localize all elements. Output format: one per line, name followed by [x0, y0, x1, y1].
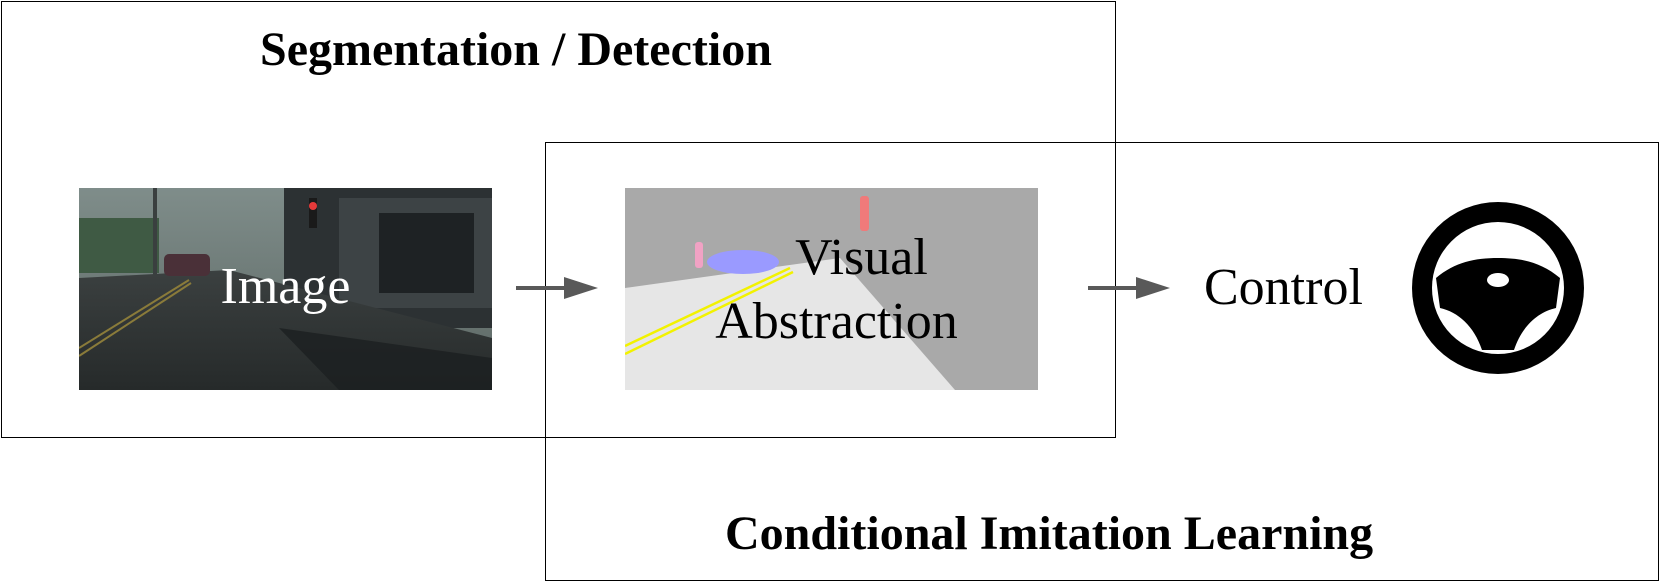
conditional-imitation-learning-box [545, 142, 1659, 581]
visual-abstraction-panel: Visual Abstraction [625, 188, 1038, 390]
segmentation-detection-box [1, 1, 1116, 438]
visual-abstraction-label-line1: Visual [795, 229, 928, 286]
arrow-image-to-abstraction [516, 277, 598, 299]
steering-wheel-icon [1412, 202, 1584, 374]
image-label: Image [220, 258, 351, 315]
arrow-abstraction-to-control [1088, 277, 1170, 299]
conditional-imitation-learning-title: Conditional Imitation Learning [725, 507, 1374, 560]
visual-abstraction-label-line2: Abstraction [715, 293, 958, 350]
control-label: Control [1204, 259, 1363, 316]
semantic-abstraction-image [625, 188, 1038, 390]
camera-image-panel: Image [79, 188, 492, 390]
segmentation-detection-title: Segmentation / Detection [260, 23, 772, 76]
rainy-street-image [79, 188, 492, 390]
